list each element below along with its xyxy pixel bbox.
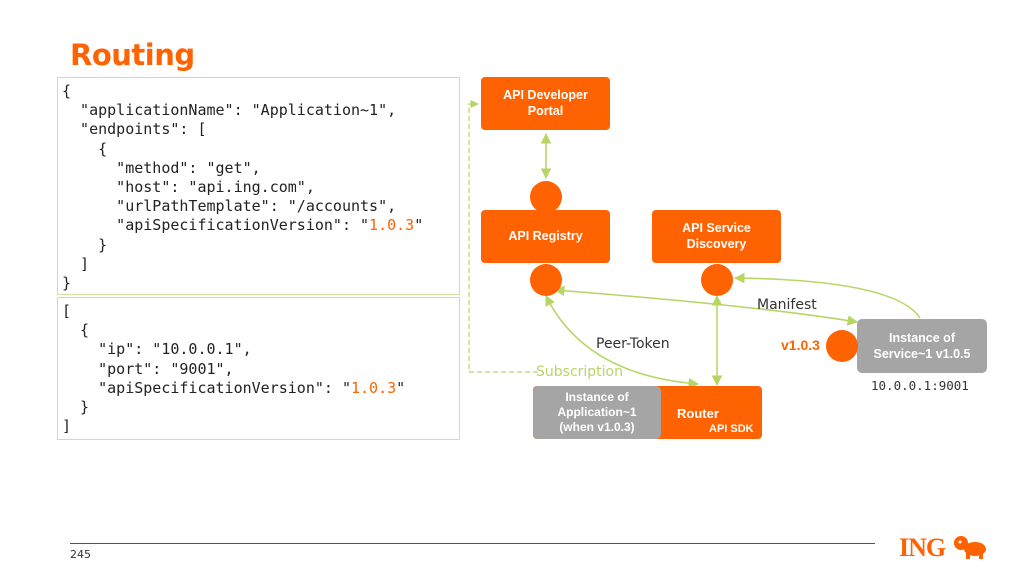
discovery-connector-dot [701, 264, 733, 296]
code-line: { [62, 82, 72, 100]
service-ip-label: 10.0.0.1:9001 [871, 378, 969, 393]
code-line: "host": "api.ing.com", [62, 178, 315, 197]
api-service-discovery-box: API Service Discovery [652, 210, 781, 263]
application-instance-box: Instance of Application~1 (when v1.0.3) [533, 386, 661, 439]
ing-logo-text: ING [899, 533, 946, 562]
code-line: "endpoints": [ [62, 120, 207, 139]
code-line: "urlPathTemplate": "/accounts", [62, 197, 397, 216]
code-line: "apiSpecificationVersion": " [62, 216, 370, 235]
version-label: v1.0.3 [781, 337, 820, 353]
code-line: " [396, 378, 406, 397]
code-line: " [414, 216, 424, 235]
router-label: Router [677, 406, 719, 421]
subscription-label: Subscription [536, 364, 623, 380]
code-line: ] [62, 254, 90, 273]
code-line: { [62, 139, 108, 158]
code-line: "apiSpecificationVersion": " [62, 378, 351, 397]
manifest-connector [553, 285, 859, 326]
page-number: 245 [70, 548, 91, 561]
code-line: } [62, 235, 108, 254]
code-line: { [62, 321, 90, 340]
service-instance-box: Instance of Service~1 v1.0.5 [857, 319, 987, 373]
api-developer-portal-box: API Developer Portal [481, 77, 610, 130]
code-line: } [62, 398, 90, 417]
api-registry-box: API Registry [481, 210, 610, 263]
api-sdk-label: API SDK [709, 423, 754, 435]
registry-top-connector-dot [530, 181, 562, 213]
code-line: "method": "get", [62, 158, 261, 177]
manifest-label: Manifest [757, 297, 817, 313]
service-discovery-connector [733, 272, 921, 319]
application-json-code: { "applicationName": "Application~1", "e… [57, 77, 460, 295]
instance-json-code: [ { "ip": "10.0.0.1", "port": "9001", "a… [57, 297, 460, 440]
version-highlight: 1.0.3 [350, 378, 397, 397]
code-line: "applicationName": "Application~1", [62, 101, 397, 120]
footer-divider [70, 543, 875, 544]
code-line: "port": "9001", [62, 359, 234, 378]
code-line: ] [62, 417, 72, 436]
ing-logo: ING [899, 533, 989, 563]
peer-token-label: Peer-Token [596, 336, 670, 352]
page-title: Routing [70, 38, 195, 72]
lion-icon [953, 536, 986, 559]
registry-bottom-connector-dot [530, 264, 562, 296]
code-line: } [62, 274, 72, 293]
code-line: "ip": "10.0.0.1", [62, 340, 252, 359]
version-highlight: 1.0.3 [369, 216, 415, 235]
code-line: [ [62, 302, 72, 320]
service-instance-connector-dot [826, 330, 858, 362]
subscription-connector [468, 99, 538, 373]
